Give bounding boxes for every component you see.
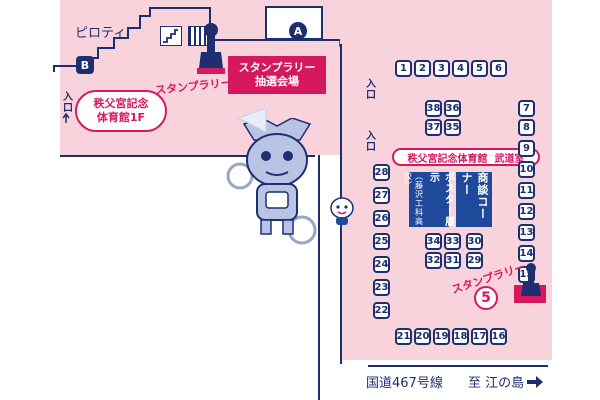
left-boundary-line (318, 155, 320, 400)
booth-32[interactable]: 32 (425, 252, 442, 269)
booth-6[interactable]: 6 (490, 60, 507, 77)
poster-label: ポスター展示 (427, 172, 454, 227)
light-beam (238, 108, 267, 132)
booth-31[interactable]: 31 (444, 252, 461, 269)
arrow-right-icon (527, 375, 544, 388)
booth-11[interactable]: 11 (518, 182, 535, 199)
booth-38[interactable]: 38 (425, 100, 442, 117)
booth-27[interactable]: 27 (373, 187, 390, 204)
booth-3[interactable]: 3 (433, 60, 450, 77)
entrance-upper: 入口 (363, 78, 375, 100)
booth-26[interactable]: 26 (373, 210, 390, 227)
entrance-left: 入口 (60, 86, 72, 128)
booth-30[interactable]: 30 (466, 233, 483, 250)
stamp-icon (197, 23, 225, 74)
booth-4[interactable]: 4 (452, 60, 469, 77)
booth-7[interactable]: 7 (518, 100, 535, 117)
stamp-station-5-badge: 5 (474, 286, 498, 310)
booth-13[interactable]: 13 (518, 224, 535, 241)
booth-18[interactable]: 18 (452, 328, 469, 345)
poster-panel: ポスター展示 （藤沢工科高校） (404, 172, 454, 227)
gym-1f-bottom-wall (60, 155, 315, 157)
stamp-rally-venue-badge: スタンプラリー 抽選会場 (228, 56, 326, 94)
room-b-badge: B (76, 56, 94, 74)
road-line (368, 365, 548, 367)
room-a-badge: A (289, 22, 307, 40)
small-mascot (330, 197, 354, 225)
robot-mascot (226, 118, 317, 245)
booth-17[interactable]: 17 (471, 328, 488, 345)
booth-23[interactable]: 23 (373, 279, 390, 296)
booth-34[interactable]: 34 (425, 233, 442, 250)
poster-sub: （藤沢工科高校） (403, 172, 424, 226)
booth-29[interactable]: 29 (466, 252, 483, 269)
booth-9[interactable]: 9 (518, 140, 535, 157)
booth-22[interactable]: 22 (373, 302, 390, 319)
booth-24[interactable]: 24 (373, 256, 390, 273)
booth-20[interactable]: 20 (414, 328, 431, 345)
to-enoshima-label: 至 江の島 (468, 372, 544, 391)
booth-5[interactable]: 5 (471, 60, 488, 77)
booth-16[interactable]: 16 (490, 328, 507, 345)
booth-1[interactable]: 1 (395, 60, 412, 77)
shodan-label: 商談コーナー (460, 172, 489, 220)
booth-28[interactable]: 28 (373, 164, 390, 181)
booth-36[interactable]: 36 (444, 100, 461, 117)
booth-12[interactable]: 12 (518, 203, 535, 220)
booth-14[interactable]: 14 (518, 245, 535, 262)
booth-37[interactable]: 37 (425, 119, 442, 136)
booth-33[interactable]: 33 (444, 233, 461, 250)
road-label: 国道467号線 (366, 376, 443, 391)
booth-8[interactable]: 8 (518, 119, 535, 136)
entrance-lower: 入口 (363, 130, 375, 152)
stamp-icon-lower (521, 263, 541, 296)
gym-1f-label: 秩父宮記念 体育館1F (75, 90, 167, 132)
piloti-label: ピロティ (75, 26, 127, 41)
booth-35[interactable]: 35 (444, 119, 461, 136)
booth-21[interactable]: 21 (395, 328, 412, 345)
booth-10[interactable]: 10 (518, 161, 535, 178)
booth-2[interactable]: 2 (414, 60, 431, 77)
stairs-icon (160, 26, 182, 46)
booth-25[interactable]: 25 (373, 233, 390, 250)
budoshitsu-label: 秩父宮記念体育館 武道室 (392, 148, 540, 166)
booth-19[interactable]: 19 (433, 328, 450, 345)
shodan-panel: 商談コーナー (456, 172, 492, 227)
